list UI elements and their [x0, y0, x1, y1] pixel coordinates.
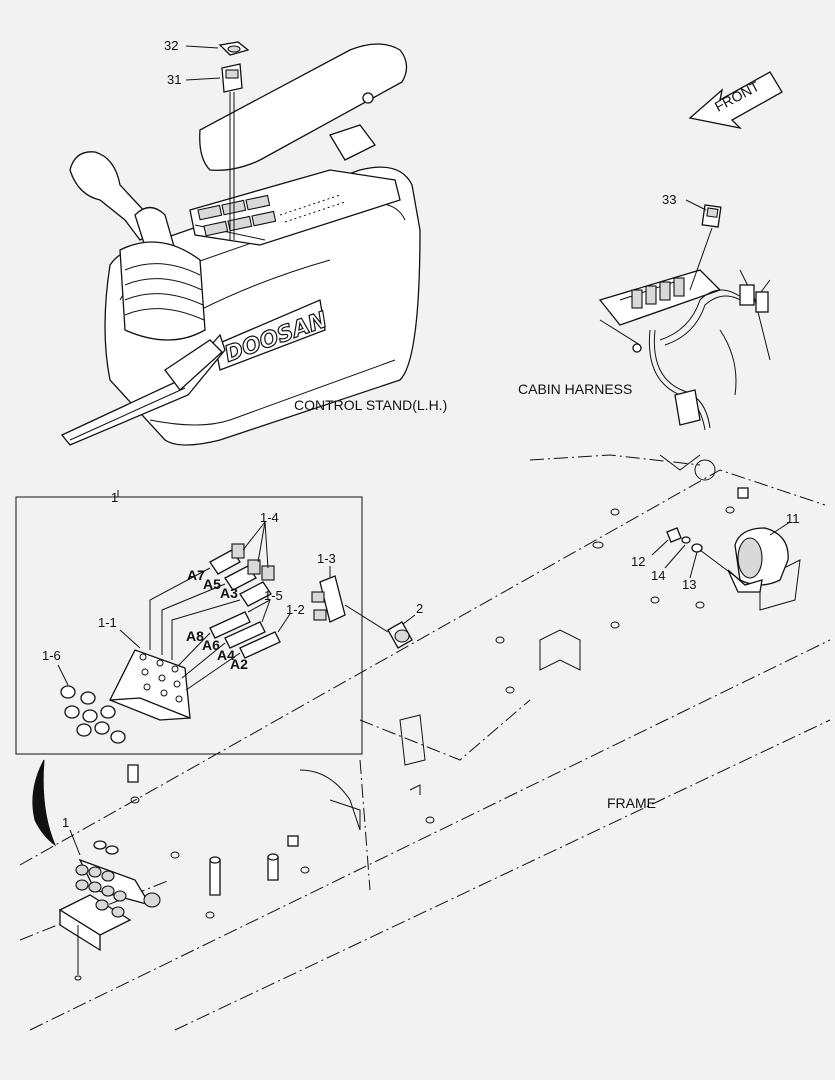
- callout-33: 33: [662, 192, 676, 207]
- port-a3: A3: [220, 585, 238, 601]
- callout-1-6: 1-6: [42, 648, 61, 663]
- cabin-harness-caption: CABIN HARNESS: [518, 381, 632, 397]
- callout-13: 13: [682, 577, 696, 592]
- callout-1-frame: 1: [62, 815, 69, 830]
- port-a4: A4: [217, 647, 235, 663]
- buzzer-assembly-drawing: [651, 521, 791, 593]
- callout-1-1: 1-1: [98, 615, 117, 630]
- callout-1-3: 1-3: [317, 551, 336, 566]
- front-arrow: FRONT: [688, 71, 783, 130]
- port-a5: A5: [203, 576, 221, 592]
- cabin-harness-drawing: [598, 204, 771, 431]
- callout-14: 14: [651, 568, 665, 583]
- pressure-switch-drawing: [344, 604, 416, 649]
- frame-outline: [19, 454, 831, 1031]
- callout-32: 32: [164, 38, 178, 53]
- callout-12: 12: [631, 554, 645, 569]
- leader-lines: [185, 45, 707, 211]
- frame-caption: FRAME: [607, 795, 656, 811]
- port-a7: A7: [187, 567, 205, 583]
- control-stand-drawing: DOOSAN: [60, 41, 421, 446]
- callout-11: 11: [786, 511, 800, 526]
- manifold-on-frame-drawing: [32, 759, 161, 981]
- port-a6: A6: [202, 637, 220, 653]
- callout-1-4: 1-4: [260, 510, 279, 525]
- control-stand-caption: CONTROL STAND(L.H.): [294, 397, 447, 413]
- callout-1-5: 1-5: [264, 588, 283, 603]
- callout-1-detail: 1: [111, 490, 118, 505]
- port-a2: A2: [230, 656, 248, 672]
- port-a8: A8: [186, 628, 204, 644]
- callout-31: 31: [167, 72, 181, 87]
- detail-box: [15, 490, 363, 755]
- callout-2: 2: [416, 601, 423, 616]
- callout-1-2: 1-2: [286, 602, 305, 617]
